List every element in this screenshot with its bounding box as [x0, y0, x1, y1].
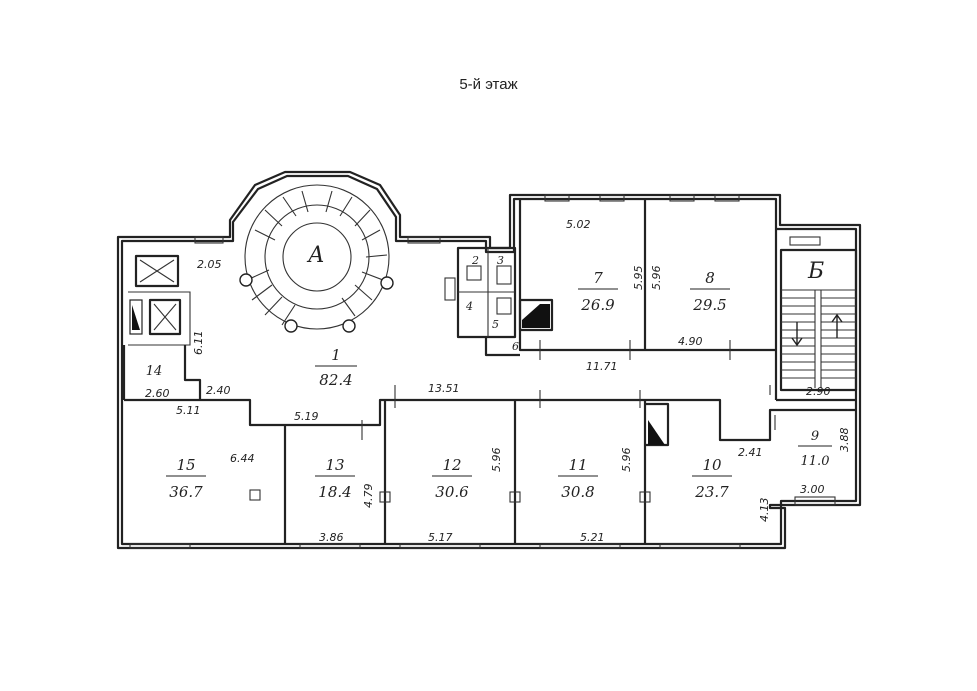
room-number-5: 5 — [492, 318, 499, 331]
room-number-1: 1 — [331, 346, 341, 364]
dim-label: 2.40 — [206, 384, 231, 397]
stair-a: А — [239, 184, 394, 333]
outer-walls — [116, 170, 862, 550]
room-number-14: 14 — [146, 364, 163, 379]
dim-label: 5.02 — [566, 218, 591, 231]
dimension-ticks — [361, 340, 776, 440]
room-area-10: 23.7 — [694, 483, 729, 501]
room-labels: 1 82.4 2 3 4 5 6 7 26.9 8 29.5 9 11.0 10… — [146, 254, 832, 501]
dim-label: 4.13 — [758, 498, 771, 523]
room-area-15: 36.7 — [169, 483, 203, 501]
room-number-3: 3 — [497, 254, 504, 267]
dim-label: 2.41 — [738, 446, 763, 459]
room-number-15: 15 — [176, 456, 195, 474]
dim-label: 4.79 — [362, 484, 375, 509]
dim-label: 3.88 — [838, 428, 851, 453]
dim-label: 5.19 — [294, 410, 319, 423]
room-number-13: 13 — [325, 456, 344, 474]
dim-label: 5.95 — [632, 266, 645, 291]
stair-a-label: А — [306, 243, 325, 268]
dimension-labels: 2.05 6.11 2.60 2.40 5.11 5.19 13.51 5.02… — [145, 218, 851, 544]
stair-b: Б — [779, 248, 858, 392]
dim-label: 6.11 — [192, 331, 205, 356]
room-number-8: 8 — [705, 269, 715, 287]
room-area-11: 30.8 — [561, 483, 594, 501]
room-number-9: 9 — [811, 429, 819, 444]
dim-label: 3.86 — [319, 531, 344, 544]
room-area-12: 30.6 — [435, 483, 469, 501]
dim-label: 13.51 — [428, 382, 460, 395]
dim-label: 3.00 — [800, 483, 825, 496]
dim-label: 5.17 — [428, 531, 453, 544]
dim-label: 5.96 — [650, 266, 663, 291]
dim-label: 6.44 — [230, 452, 255, 465]
dim-label: 2.05 — [197, 258, 222, 271]
room-number-11: 11 — [568, 456, 587, 474]
elevators — [128, 254, 191, 346]
dim-label: 2.60 — [145, 387, 170, 400]
windows — [129, 194, 836, 549]
room-number-4: 4 — [465, 300, 473, 313]
dim-label: 4.90 — [678, 335, 703, 348]
room-area-8: 29.5 — [692, 296, 726, 314]
dim-label: 5.96 — [490, 448, 503, 473]
room-number-12: 12 — [442, 456, 461, 474]
stair-b-label: Б — [807, 259, 824, 284]
room-number-10: 10 — [702, 456, 722, 474]
room-number-7: 7 — [593, 269, 603, 287]
dim-label: 11.71 — [586, 360, 618, 373]
room-number-2: 2 — [471, 254, 479, 267]
room-area-1: 82.4 — [319, 371, 352, 389]
interior-walls — [122, 199, 856, 544]
dim-label: 5.96 — [620, 448, 633, 473]
room-number-6: 6 — [512, 340, 519, 353]
dim-label: 5.21 — [580, 531, 605, 544]
room-area-9: 11.0 — [801, 454, 830, 469]
room-area-13: 18.4 — [318, 483, 351, 501]
page-title: 5-й этаж — [459, 76, 518, 93]
dim-label: 5.11 — [176, 404, 201, 417]
dim-label: 2.90 — [806, 385, 831, 398]
room-area-7: 26.9 — [580, 296, 615, 314]
